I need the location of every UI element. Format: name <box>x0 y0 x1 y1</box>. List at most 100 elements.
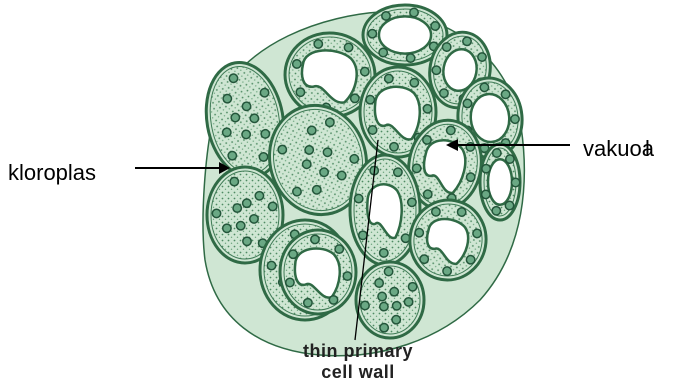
chloroplast <box>505 201 513 209</box>
chloroplast <box>260 129 270 139</box>
chloroplast <box>390 143 398 151</box>
chloroplast <box>410 79 418 87</box>
chloroplast <box>466 172 476 182</box>
chloroplast <box>511 178 519 186</box>
chloroplast <box>259 152 269 162</box>
chloroplast <box>482 165 490 173</box>
chloroplast <box>361 301 369 309</box>
chloroplast <box>408 283 416 291</box>
chloroplast <box>439 88 449 98</box>
chloroplast <box>501 90 510 99</box>
chloroplast <box>344 43 353 52</box>
chloroplast <box>368 30 376 38</box>
chloroplast <box>222 94 232 104</box>
label-vacuole-text: vakuo <box>583 136 642 161</box>
chloroplast <box>360 67 369 76</box>
chloroplast <box>249 113 259 123</box>
chloroplast <box>237 222 245 230</box>
chloroplast <box>343 272 351 280</box>
chloroplast <box>260 88 270 98</box>
plant-cell <box>356 262 424 338</box>
chloroplast <box>431 22 439 30</box>
chloroplast <box>414 228 424 238</box>
chloroplast <box>506 155 514 163</box>
chloroplast <box>242 101 252 111</box>
chloroplast <box>230 113 240 123</box>
chloroplast <box>493 149 501 157</box>
chloroplast <box>412 163 422 173</box>
chloroplast <box>442 266 452 276</box>
chloroplast <box>212 209 220 217</box>
label-chloroplast: kloroplas <box>8 160 96 186</box>
chloroplast <box>350 94 359 103</box>
chloroplast <box>286 278 294 286</box>
chloroplast <box>406 54 414 62</box>
vacuole <box>379 16 431 53</box>
chloroplast <box>311 235 319 243</box>
chloroplast <box>368 126 376 134</box>
chloroplast <box>222 127 232 137</box>
chloroplast <box>465 142 475 152</box>
chloroplast <box>404 298 412 306</box>
label-cell-wall-line2: cell wall <box>258 362 458 383</box>
chloroplast <box>423 105 431 113</box>
chloroplast <box>393 302 401 310</box>
chloroplast <box>422 135 432 145</box>
chloroplast <box>385 74 393 82</box>
chloroplast <box>466 255 476 265</box>
chloroplast <box>243 237 251 245</box>
chloroplast <box>419 254 429 264</box>
chloroplast <box>223 224 231 232</box>
label-cell-wall: thin primary cell wall <box>258 341 458 383</box>
chloroplast <box>380 249 388 257</box>
chloroplast <box>378 292 386 300</box>
chloroplast <box>408 198 416 206</box>
label-vacuole-overprint-l: l <box>645 136 650 161</box>
vacuole <box>488 159 512 205</box>
chloroplast <box>457 207 467 217</box>
chloroplast <box>410 8 418 16</box>
chloroplast <box>250 215 258 223</box>
chloroplast <box>442 42 452 52</box>
plant-cell <box>480 144 520 220</box>
chloroplast <box>366 96 374 104</box>
chloroplast <box>229 73 239 83</box>
chloroplast <box>432 65 442 75</box>
chloroplast <box>477 52 487 62</box>
label-vacuole: vakuoal <box>583 136 650 162</box>
chloroplast <box>392 316 400 324</box>
chloroplast <box>243 199 251 207</box>
chloroplast <box>314 39 323 48</box>
chloroplast <box>269 202 277 210</box>
chloroplast <box>292 59 301 68</box>
chloroplast <box>446 126 456 136</box>
chloroplast <box>423 189 433 199</box>
chloroplast <box>227 151 237 161</box>
chloroplast <box>379 48 387 56</box>
chloroplast <box>329 296 337 304</box>
chloroplast <box>233 204 241 212</box>
chloroplast <box>510 115 519 124</box>
chloroplast <box>380 324 388 332</box>
chloroplast <box>463 99 472 108</box>
chloroplast <box>335 245 343 253</box>
label-cell-wall-line1: thin primary <box>258 341 458 362</box>
chloroplast <box>355 194 363 202</box>
chloroplast <box>230 177 238 185</box>
chloroplast <box>482 190 490 198</box>
chloroplast <box>241 130 251 140</box>
chloroplast <box>472 229 482 239</box>
chloroplast <box>380 302 388 310</box>
chloroplast <box>492 207 500 215</box>
chloroplast <box>480 83 489 92</box>
chloroplast <box>431 207 441 217</box>
chloroplast <box>384 267 392 275</box>
chloroplast <box>296 88 305 97</box>
plant-cell <box>280 230 356 314</box>
chloroplast <box>382 12 390 20</box>
chloroplast <box>267 261 275 269</box>
chloroplast <box>375 279 383 287</box>
chloroplast <box>394 168 402 176</box>
chloroplast <box>462 36 472 46</box>
